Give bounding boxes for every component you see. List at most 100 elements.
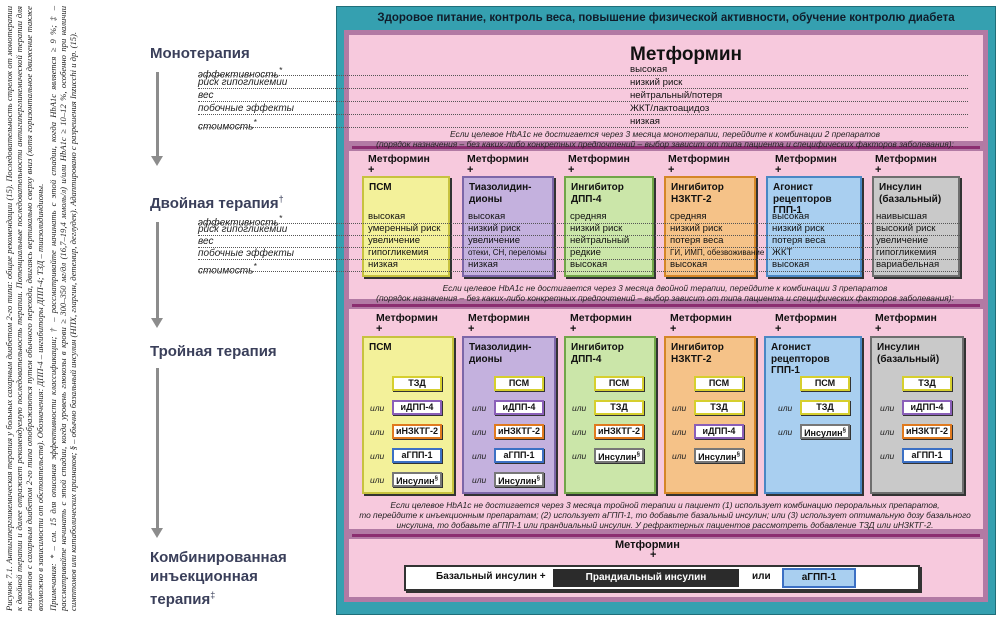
mono-attr-label: стоимость* [198,117,257,133]
stage-combo: Комбинированная инъекционная терапия‡ [150,549,287,608]
option-mark: § [434,476,438,482]
metformin-label: Метформин [468,312,530,324]
dual-value: высокий риск [876,223,936,234]
separator [352,146,980,149]
or-label: или [370,403,385,413]
metformin-label: Метформин [668,153,730,165]
glp1-box: аГПП-1 [782,568,856,588]
dotted-guide [198,235,960,236]
note-dual: Если целевое HbA1c не достигается через … [376,283,954,303]
dotted-guide [198,101,968,102]
option-label: Инсулин [396,476,435,486]
option-pill: Инсулин§ [494,472,544,487]
metformin-label: Метформин [615,539,680,551]
or-label: или [572,427,587,437]
stage-monotherapy: Монотерапия [150,45,250,62]
or-label: или [778,427,793,437]
or-label: или [572,403,587,413]
arrow-2 [156,222,159,320]
side-notes: Рисунок 7.1. Антигипергликемическая тера… [0,0,120,617]
arrowhead-3-icon [151,528,163,538]
option-mark: § [842,428,846,434]
plus-sign: + [670,323,677,335]
dual-box-insulin: Инсулин(базальный) [872,176,960,277]
option-pill: ПСМ [494,376,544,391]
arrowhead-2-icon [151,318,163,328]
option-label: Инсулин [804,428,843,438]
dotted-guide [198,271,960,272]
or-label: или [752,571,771,582]
dual-value: высокая [570,259,608,270]
dual-value: нейтральный [570,235,630,246]
option-label: ТЗД [816,402,834,412]
note-mono: Если целевое HbA1c не достигается через … [376,129,954,149]
option-pill: аГПП-1 [392,448,442,463]
or-label: или [672,403,687,413]
dual-value: низкий риск [772,223,825,234]
dual-value: высокая [368,211,406,222]
option-label: ПСМ [708,378,730,388]
dual-box-psm: ПСМ [362,176,450,277]
plus-sign: + [468,323,475,335]
dotted-guide [198,223,960,224]
metformin-title: Метформин [630,44,742,65]
or-label: или [370,475,385,485]
dotted-guide [198,75,968,76]
dual-value: высокая [468,211,506,222]
figure-caption: Рисунок 7.1. Антигипергликемическая тера… [4,6,45,611]
or-label: или [472,475,487,485]
option-label: ТЗД [610,402,628,412]
dual-attr-label: побочные эффекты [198,248,295,259]
or-label: или [472,427,487,437]
option-label: ТЗД [918,378,936,388]
figure-footnote: Примечания: * – см. 15 для описания эффе… [47,6,79,611]
dual-value: вариабельная [876,259,940,270]
option-pill: ТЗД [594,400,644,415]
option-pill: иДПП-4 [902,400,952,415]
option-label: ТЗД [710,402,728,412]
dual-value: отеки, СН, переломы [468,248,547,257]
option-pill: Инсулин§ [694,448,744,463]
plus-sign: + [368,164,375,176]
frame-title: Здоровое питание, контроль веса, повышен… [377,12,955,24]
mono-attr-label: эффективность* [198,65,283,81]
triple-box-insulin: Инсулин(базальный) [870,336,964,494]
option-label: иДПП-4 [910,402,944,412]
option-pill: ТЗД [902,376,952,391]
metformin-label: Метформин [875,153,937,165]
or-label: или [880,427,895,437]
dual-value: низкая [468,259,498,270]
or-label: или [472,451,487,461]
dual-value: увеличение [368,235,421,246]
plus-sign: + [570,323,577,335]
mono-attr-label: риск гипогликемии [198,77,288,88]
option-label: ПСМ [508,378,530,388]
option-pill: иНЗКТГ-2 [494,424,544,439]
metformin-label: Метформин [570,312,632,324]
option-label: Инсулин [498,476,537,486]
dual-value: гипогликемия [876,247,937,258]
option-pill: ПСМ [694,376,744,391]
plus-sign: + [568,164,575,176]
prandial-insulin-box: Прандиальный инсулин [553,569,739,587]
option-pill: иДПП-4 [392,400,442,415]
or-label: или [472,403,487,413]
dotted-guide [198,247,960,248]
option-pill: Инсулин§ [392,472,442,487]
option-label: иНЗКТГ-2 [906,426,948,436]
metformin-label: Метформин [568,153,630,165]
dual-value: низкий риск [468,223,521,234]
option-pill: ТЗД [392,376,442,391]
option-label: ПСМ [608,378,630,388]
plus-sign: + [467,164,474,176]
metformin-label: Метформин [670,312,732,324]
arrowhead-1-icon [151,156,163,166]
option-mark: § [636,452,640,458]
or-label: или [880,403,895,413]
metformin-label: Метформин [775,153,837,165]
